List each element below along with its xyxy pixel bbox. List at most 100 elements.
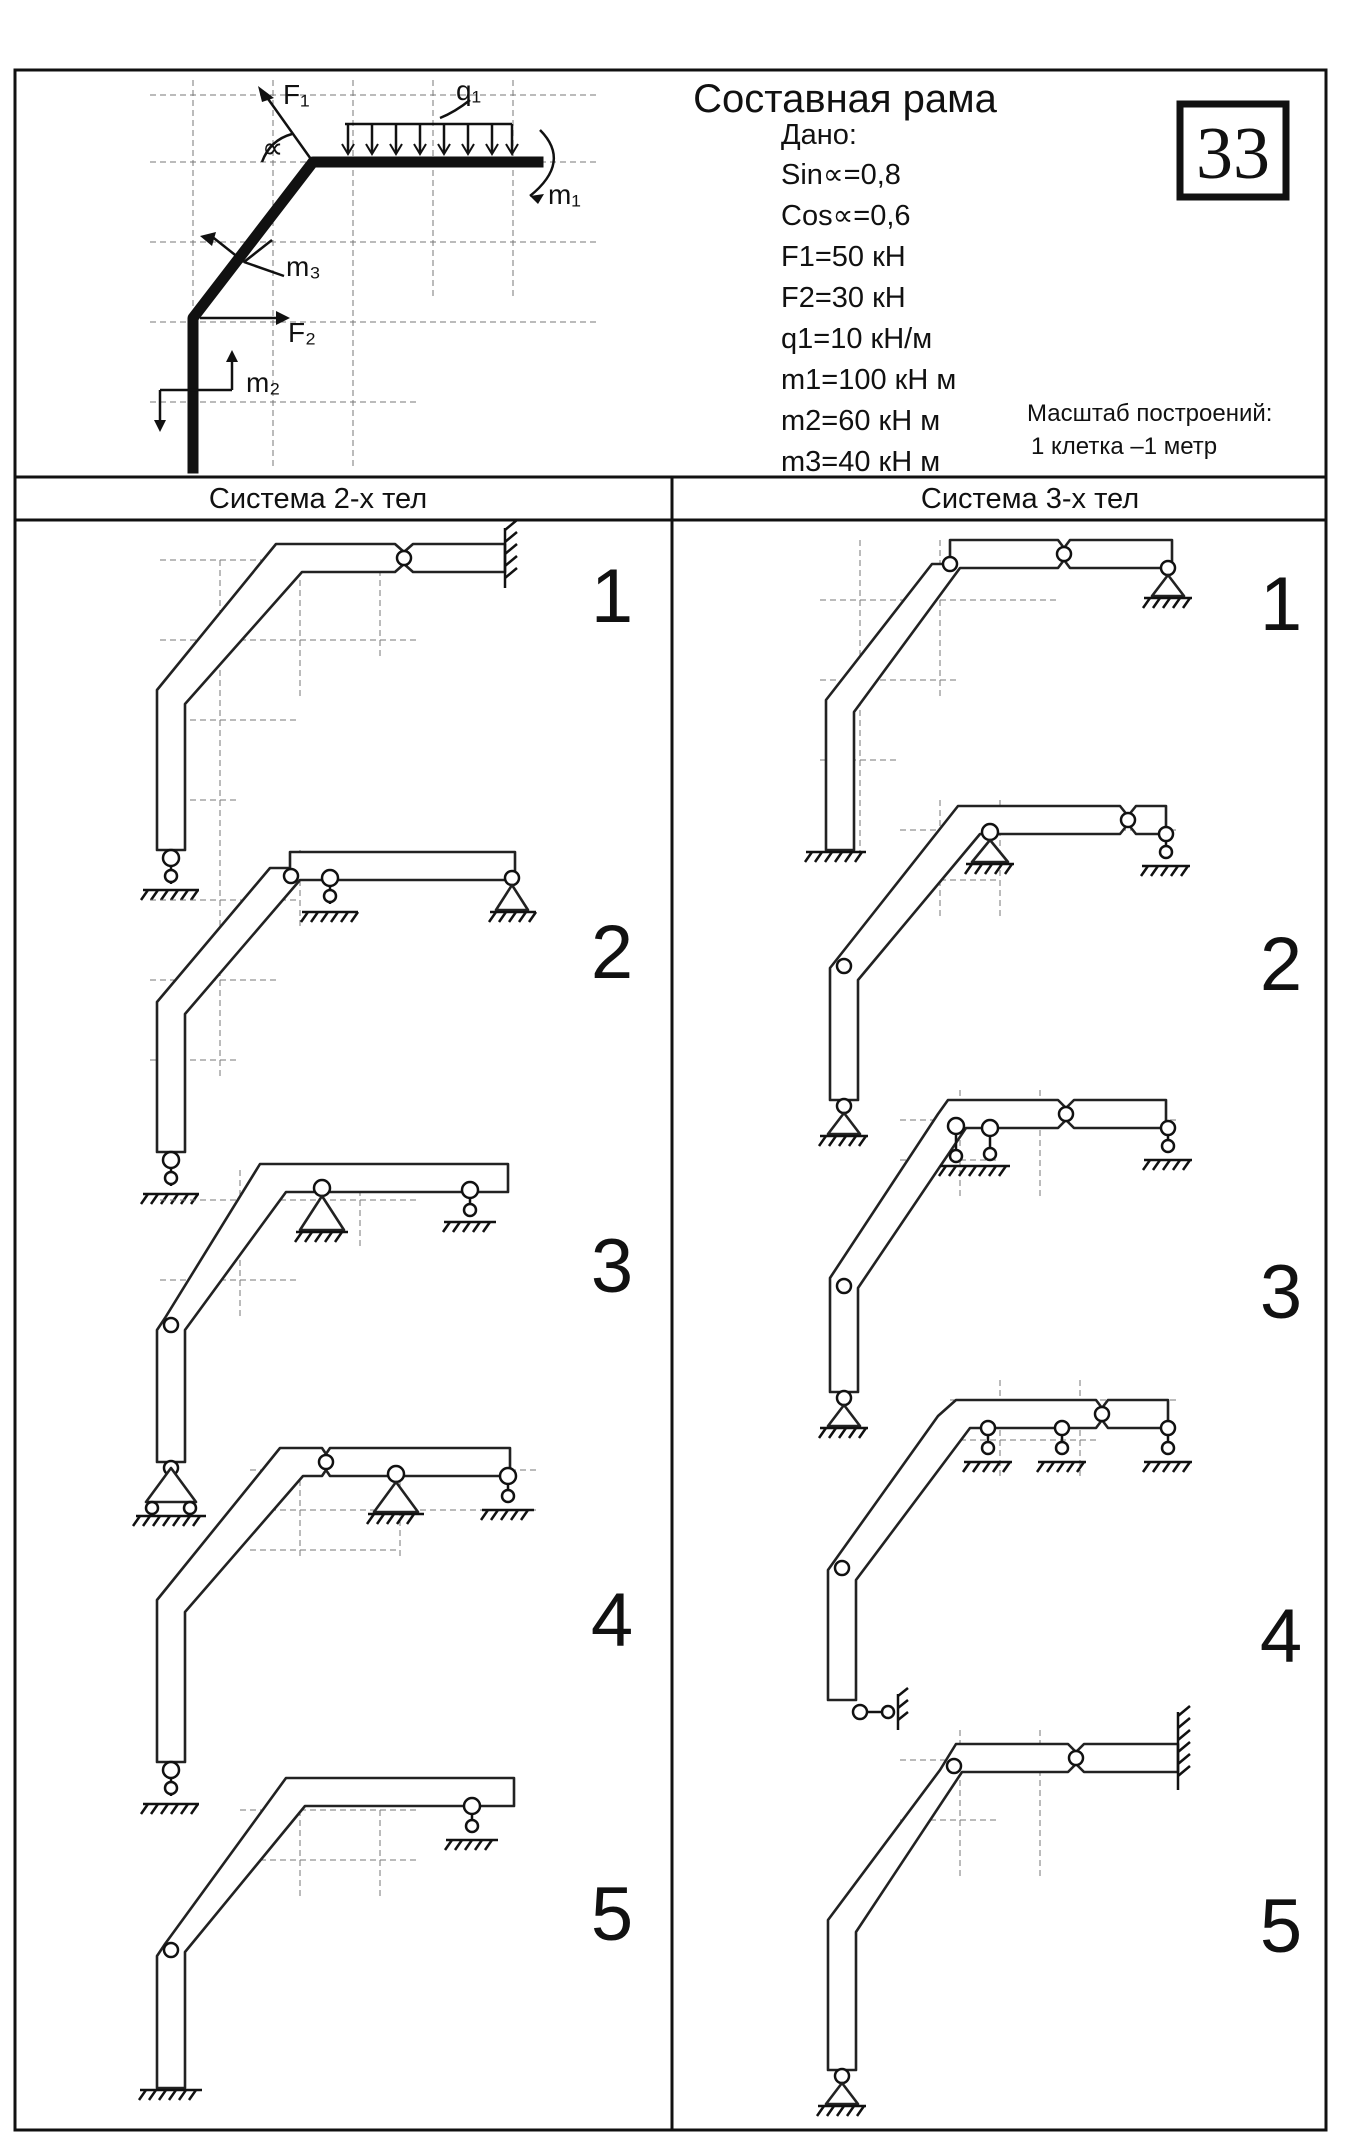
given-sin-alpha: Sin∝=0,8: [781, 159, 901, 191]
left-variant-numbers: 1 2 3 4 5: [591, 554, 633, 1957]
hinge: [1067, 1749, 1085, 1767]
frame-member: [826, 1398, 1170, 1702]
pin-support-top: [963, 822, 1014, 875]
variant-number-right-2: 2: [1260, 922, 1302, 1007]
roller-support-3: [1141, 1419, 1192, 1473]
right-variant-5: [815, 1705, 1191, 2117]
frame-member: [155, 850, 517, 1154]
right-variant-2: [817, 800, 1190, 1147]
force-f2: [200, 311, 290, 325]
hinge: [317, 1453, 335, 1471]
roller-support-1: [961, 1419, 1012, 1473]
hinge: [1057, 1105, 1075, 1123]
frame-member: [155, 1776, 516, 2090]
hinge: [941, 555, 959, 573]
hinge: [395, 549, 413, 567]
fixed-support-right: [1176, 1705, 1191, 1790]
left-variant-4: [139, 1446, 540, 1815]
variant-number-left-2: 2: [591, 910, 633, 995]
left-variant-2: [139, 850, 538, 1205]
pin-support-bottom: [817, 1389, 868, 1439]
fixed-support-bottom: [803, 850, 866, 863]
variant-number-box: 33: [1176, 100, 1290, 201]
label-q1: q₁: [456, 75, 481, 106]
label-m3: m₃: [286, 251, 321, 282]
variant-number: 33: [1196, 113, 1270, 195]
frame-member: [828, 1098, 1168, 1394]
given-m1: m1=100 кН м: [781, 364, 956, 396]
left-variant-1: [139, 519, 518, 901]
page-title: Составная рама: [693, 77, 998, 121]
scale-label: Масштаб построений:: [1027, 400, 1272, 427]
label-f2: F₂: [288, 317, 316, 348]
pin-support-bottom: [139, 1760, 200, 1815]
moment-m3: [200, 232, 285, 278]
roller-support-right: [1139, 825, 1190, 877]
hinge: [1055, 545, 1073, 563]
hinge: [282, 867, 300, 885]
moment-m1-arrow: [529, 129, 556, 197]
given-label: Дано:: [781, 119, 857, 151]
variant-number-right-3: 3: [1260, 1250, 1302, 1335]
variant-number-left-3: 3: [591, 1224, 633, 1309]
given-f2: F2=30 кН: [781, 282, 906, 314]
rocker-support-top: [937, 1116, 1010, 1177]
horizontal-link-support: [851, 1687, 909, 1730]
hinge: [835, 957, 853, 975]
pin-support: [1141, 559, 1192, 609]
given-cos-alpha: Cos∝=0,6: [781, 200, 911, 232]
pin-support-bottom: [815, 2067, 866, 2117]
loading-schematic: F₁ q₁ ∝ m₁ m₃ F₂ m₂: [150, 75, 600, 474]
right-variant-3: [817, 1090, 1192, 1439]
variant-number-left-5: 5: [591, 1872, 633, 1957]
pin-support-right: [487, 869, 538, 923]
pin-support: [139, 848, 200, 901]
variant-number-left-4: 4: [591, 1578, 633, 1663]
roller-support-right: [441, 1180, 496, 1233]
given-q1: q1=10 кН/м: [781, 323, 932, 355]
roller-support-1: [299, 868, 360, 923]
frame-member: [155, 1162, 510, 1464]
fixed-support: [503, 519, 518, 588]
label-f1: F₁: [283, 79, 310, 110]
roller-support-right: [1141, 1119, 1192, 1171]
distributed-load-q1: [341, 99, 519, 156]
roller-pin-support-bottom: [131, 1459, 206, 1527]
column-header-three-body: Система 3-х тел: [921, 483, 1139, 515]
pin-support-middle: [365, 1464, 424, 1525]
variant-number-right-4: 4: [1260, 1594, 1302, 1679]
pin-support-top: [293, 1178, 348, 1243]
pin-support-bottom: [817, 1097, 868, 1147]
hinge: [162, 1316, 180, 1334]
hinge: [1093, 1405, 1111, 1423]
pin-support-bottom: [139, 1150, 200, 1205]
left-variant-3: [131, 1162, 510, 1527]
right-variant-4: [826, 1380, 1192, 1730]
scale-value: 1 клетка –1 метр: [1031, 433, 1217, 460]
column-header-two-body: Система 2-х тел: [209, 483, 427, 515]
hinge: [833, 1559, 851, 1577]
given-frame-member: [187, 156, 544, 474]
hinge: [1119, 811, 1137, 829]
variant-number-right-5: 5: [1260, 1884, 1302, 1969]
given-m3: m3=40 кН м: [781, 446, 940, 478]
roller-support-right: [443, 1796, 498, 1851]
right-variant-1: [803, 538, 1192, 863]
given-f1: F1=50 кН: [781, 241, 906, 273]
given-m2: m2=60 кН м: [781, 405, 940, 437]
hinge: [945, 1757, 963, 1775]
left-variant-5: [137, 1776, 516, 2101]
moment-m2: [154, 350, 238, 432]
label-m1: m₁: [548, 179, 581, 210]
right-variant-numbers: 1 2 3 4 5: [1260, 562, 1302, 1969]
label-alpha: ∝: [262, 132, 283, 165]
fixed-support-bottom: [137, 2088, 202, 2101]
variant-number-right-1: 1: [1260, 562, 1302, 647]
label-m2: m₂: [246, 367, 280, 398]
force-f1: [258, 86, 315, 163]
roller-support-2: [1035, 1419, 1086, 1473]
hinge: [835, 1277, 853, 1295]
variant-number-left-1: 1: [591, 554, 633, 639]
